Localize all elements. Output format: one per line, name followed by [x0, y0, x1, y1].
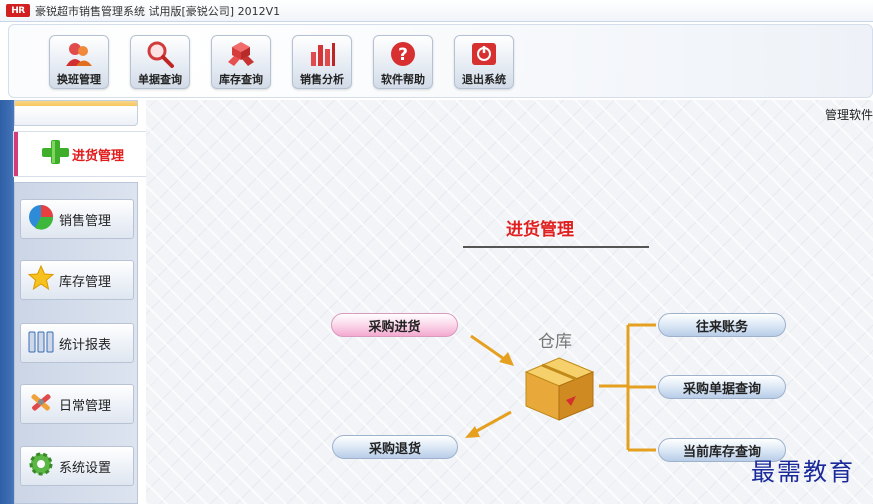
purchase-in-button[interactable]: 采购进货 — [331, 313, 458, 337]
toolbar: 换班管理 单据查询 库存查询 销售分析 ? 软件帮助 退出系统 — [8, 24, 873, 98]
main-caption: 管理软件 — [824, 108, 873, 122]
bar-chart-icon — [307, 40, 337, 68]
sidebar-item-sales-management[interactable]: 销售管理 — [20, 199, 134, 239]
boxes-icon — [226, 40, 256, 68]
warehouse-box-icon[interactable] — [524, 357, 595, 421]
software-help-button[interactable]: ? 软件帮助 — [373, 35, 433, 89]
sidebar-item-purchase-management[interactable]: 进货管理 — [14, 132, 146, 176]
purchase-return-button[interactable]: 采购退货 — [332, 435, 458, 459]
shift-management-button[interactable]: 换班管理 — [49, 35, 109, 89]
report-icon — [27, 327, 55, 359]
search-icon — [145, 40, 175, 68]
sidebar-header — [14, 100, 138, 126]
purchase-document-query-button[interactable]: 采购单据查询 — [658, 375, 786, 399]
gear-icon — [27, 450, 55, 482]
arrow-head-purchase-return — [465, 426, 480, 438]
star-icon — [27, 264, 55, 296]
document-query-button[interactable]: 单据查询 — [130, 35, 190, 89]
section-title: 进货管理 — [506, 220, 574, 240]
sidebar-active-label: 进货管理 — [72, 148, 125, 164]
plus-icon — [40, 138, 70, 170]
app-logo-icon: HR — [6, 4, 30, 17]
exit-system-button[interactable]: 退出系统 — [454, 35, 514, 89]
sidebar-item-daily-management[interactable]: 日常管理 — [20, 384, 134, 424]
current-stock-query-button[interactable]: 当前库存查询 — [658, 438, 786, 462]
pie-chart-icon — [27, 203, 55, 235]
arrow-head-purchase-in — [499, 352, 514, 366]
sidebar: 进货管理 销售管理 库存管理 统计报表 日常管理 系统设置 — [0, 100, 146, 504]
title-underline — [463, 246, 649, 248]
arrow-purchase-in — [470, 334, 508, 363]
svg-text:?: ? — [398, 45, 408, 65]
title-bar: HR 豪锐超市销售管理系统 试用版[豪锐公司] 2012V1 — [0, 0, 873, 22]
sidebar-item-system-settings[interactable]: 系统设置 — [20, 446, 134, 486]
warehouse-label: 仓库 — [538, 332, 572, 352]
help-icon: ? — [388, 40, 418, 68]
watermark-text: 最需教育 — [751, 458, 855, 486]
flow-diagram-lines — [465, 323, 656, 452]
users-icon — [64, 40, 94, 68]
exit-icon — [469, 40, 499, 68]
arrow-purchase-return — [472, 410, 512, 435]
window-title: 豪锐超市销售管理系统 试用版[豪锐公司] 2012V1 — [35, 4, 281, 18]
accounts-button[interactable]: 往来账务 — [658, 313, 786, 337]
stock-query-button[interactable]: 库存查询 — [211, 35, 271, 89]
main-content: 管理软件 进货管理 仓库 采购进货 采购退货 往来账务 采购单据查询 当前库存查… — [146, 100, 873, 504]
sidebar-item-statistics-report[interactable]: 统计报表 — [20, 323, 134, 363]
sidebar-item-stock-management[interactable]: 库存管理 — [20, 260, 134, 300]
sales-analysis-button[interactable]: 销售分析 — [292, 35, 352, 89]
tools-icon — [27, 388, 55, 420]
